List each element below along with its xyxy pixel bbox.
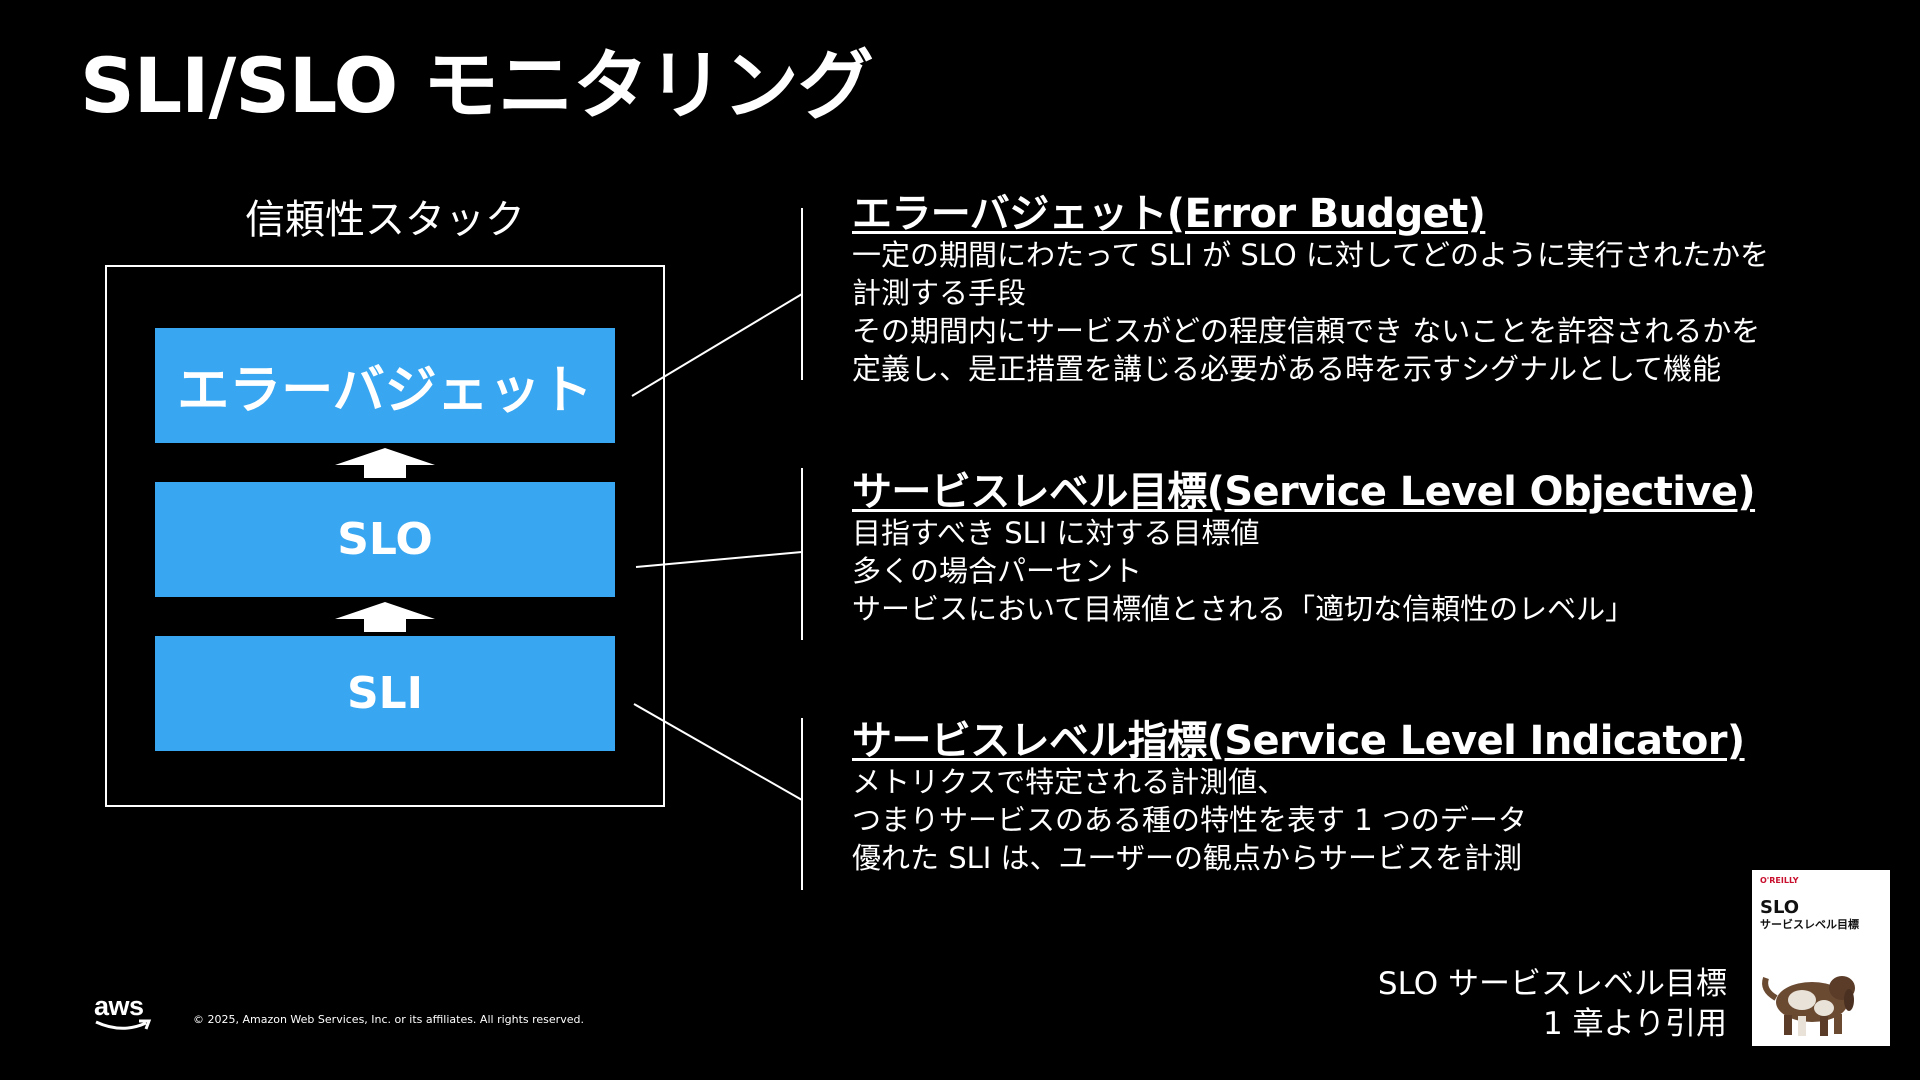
section-line: 一定の期間にわたって SLI が SLO に対してどのように実行されたかを <box>852 238 1770 272</box>
section-line: 定義し、是正措置を講じる必要がある時を示すシグナルとして機能 <box>852 352 1722 386</box>
connector-sli <box>633 703 803 801</box>
section-line: 目指すべき SLI に対する目標値 <box>852 516 1260 550</box>
section-line: 計測する手段 <box>852 276 1027 310</box>
section-heading-sli: サービスレベル指標(Service Level Indicator) <box>852 718 1745 764</box>
section-heading-slo: サービスレベル目標(Service Level Objective) <box>852 469 1756 515</box>
copyright-notice: © 2025, Amazon Web Services, Inc. or its… <box>193 1013 584 1026</box>
book-citation: SLO サービスレベル目標 1 章より引用 <box>1378 964 1727 1044</box>
section-error-budget: エラーバジェット(Error Budget) 一定の期間にわたって SLI が … <box>852 192 1892 388</box>
book-cover-subtitle: サービスレベル目標 <box>1760 918 1859 931</box>
connector-slo <box>635 551 803 568</box>
reliability-stack-label: 信頼性スタック <box>245 197 525 243</box>
dog-illustration <box>1762 976 1855 1036</box>
section-line: 優れた SLI は、ユーザーの観点からサービスを計測 <box>852 841 1522 875</box>
aws-smile-icon <box>95 1019 152 1030</box>
stack-box-error-budget: エラーバジェット <box>155 328 615 443</box>
connector-error-budget <box>631 293 803 397</box>
aws-logo-text: aws <box>94 991 144 1021</box>
book-cover-publisher: O'REILLY <box>1760 876 1799 885</box>
stack-box-slo: SLO <box>155 482 615 597</box>
section-line: 多くの場合パーセント <box>852 554 1143 588</box>
section-heading-error-budget: エラーバジェット(Error Budget) <box>852 191 1486 237</box>
book-caption-chapter: 1 章より引用 <box>1543 1006 1727 1042</box>
section-sli: サービスレベル指標(Service Level Indicator) メトリクス… <box>852 719 1892 877</box>
section-line: つまりサービスのある種の特性を表す 1 つのデータ <box>852 803 1527 837</box>
slide-title: SLI/SLO モニタリング <box>80 41 874 130</box>
reliability-stack-frame <box>105 265 665 807</box>
book-caption-title: SLO サービスレベル目標 <box>1377 966 1727 1002</box>
up-arrow-icon <box>335 448 435 478</box>
aws-logo: aws <box>94 992 154 1034</box>
section-line: メトリクスで特定される計測値、 <box>852 765 1287 799</box>
section-slo: サービスレベル目標(Service Level Objective) 目指すべき… <box>852 470 1892 628</box>
stack-box-sli: SLI <box>155 636 615 751</box>
up-arrow-icon <box>335 602 435 632</box>
section-line: その期間内にサービスがどの程度信頼でき ないことを許容されるかを <box>852 314 1761 348</box>
book-cover-image: O'REILLY SLO サービスレベル目標 <box>1752 870 1890 1046</box>
section-line: サービスにおいて目標値とされる「適切な信頼性のレベル」 <box>852 592 1635 626</box>
book-cover-title: SLO <box>1760 897 1800 918</box>
